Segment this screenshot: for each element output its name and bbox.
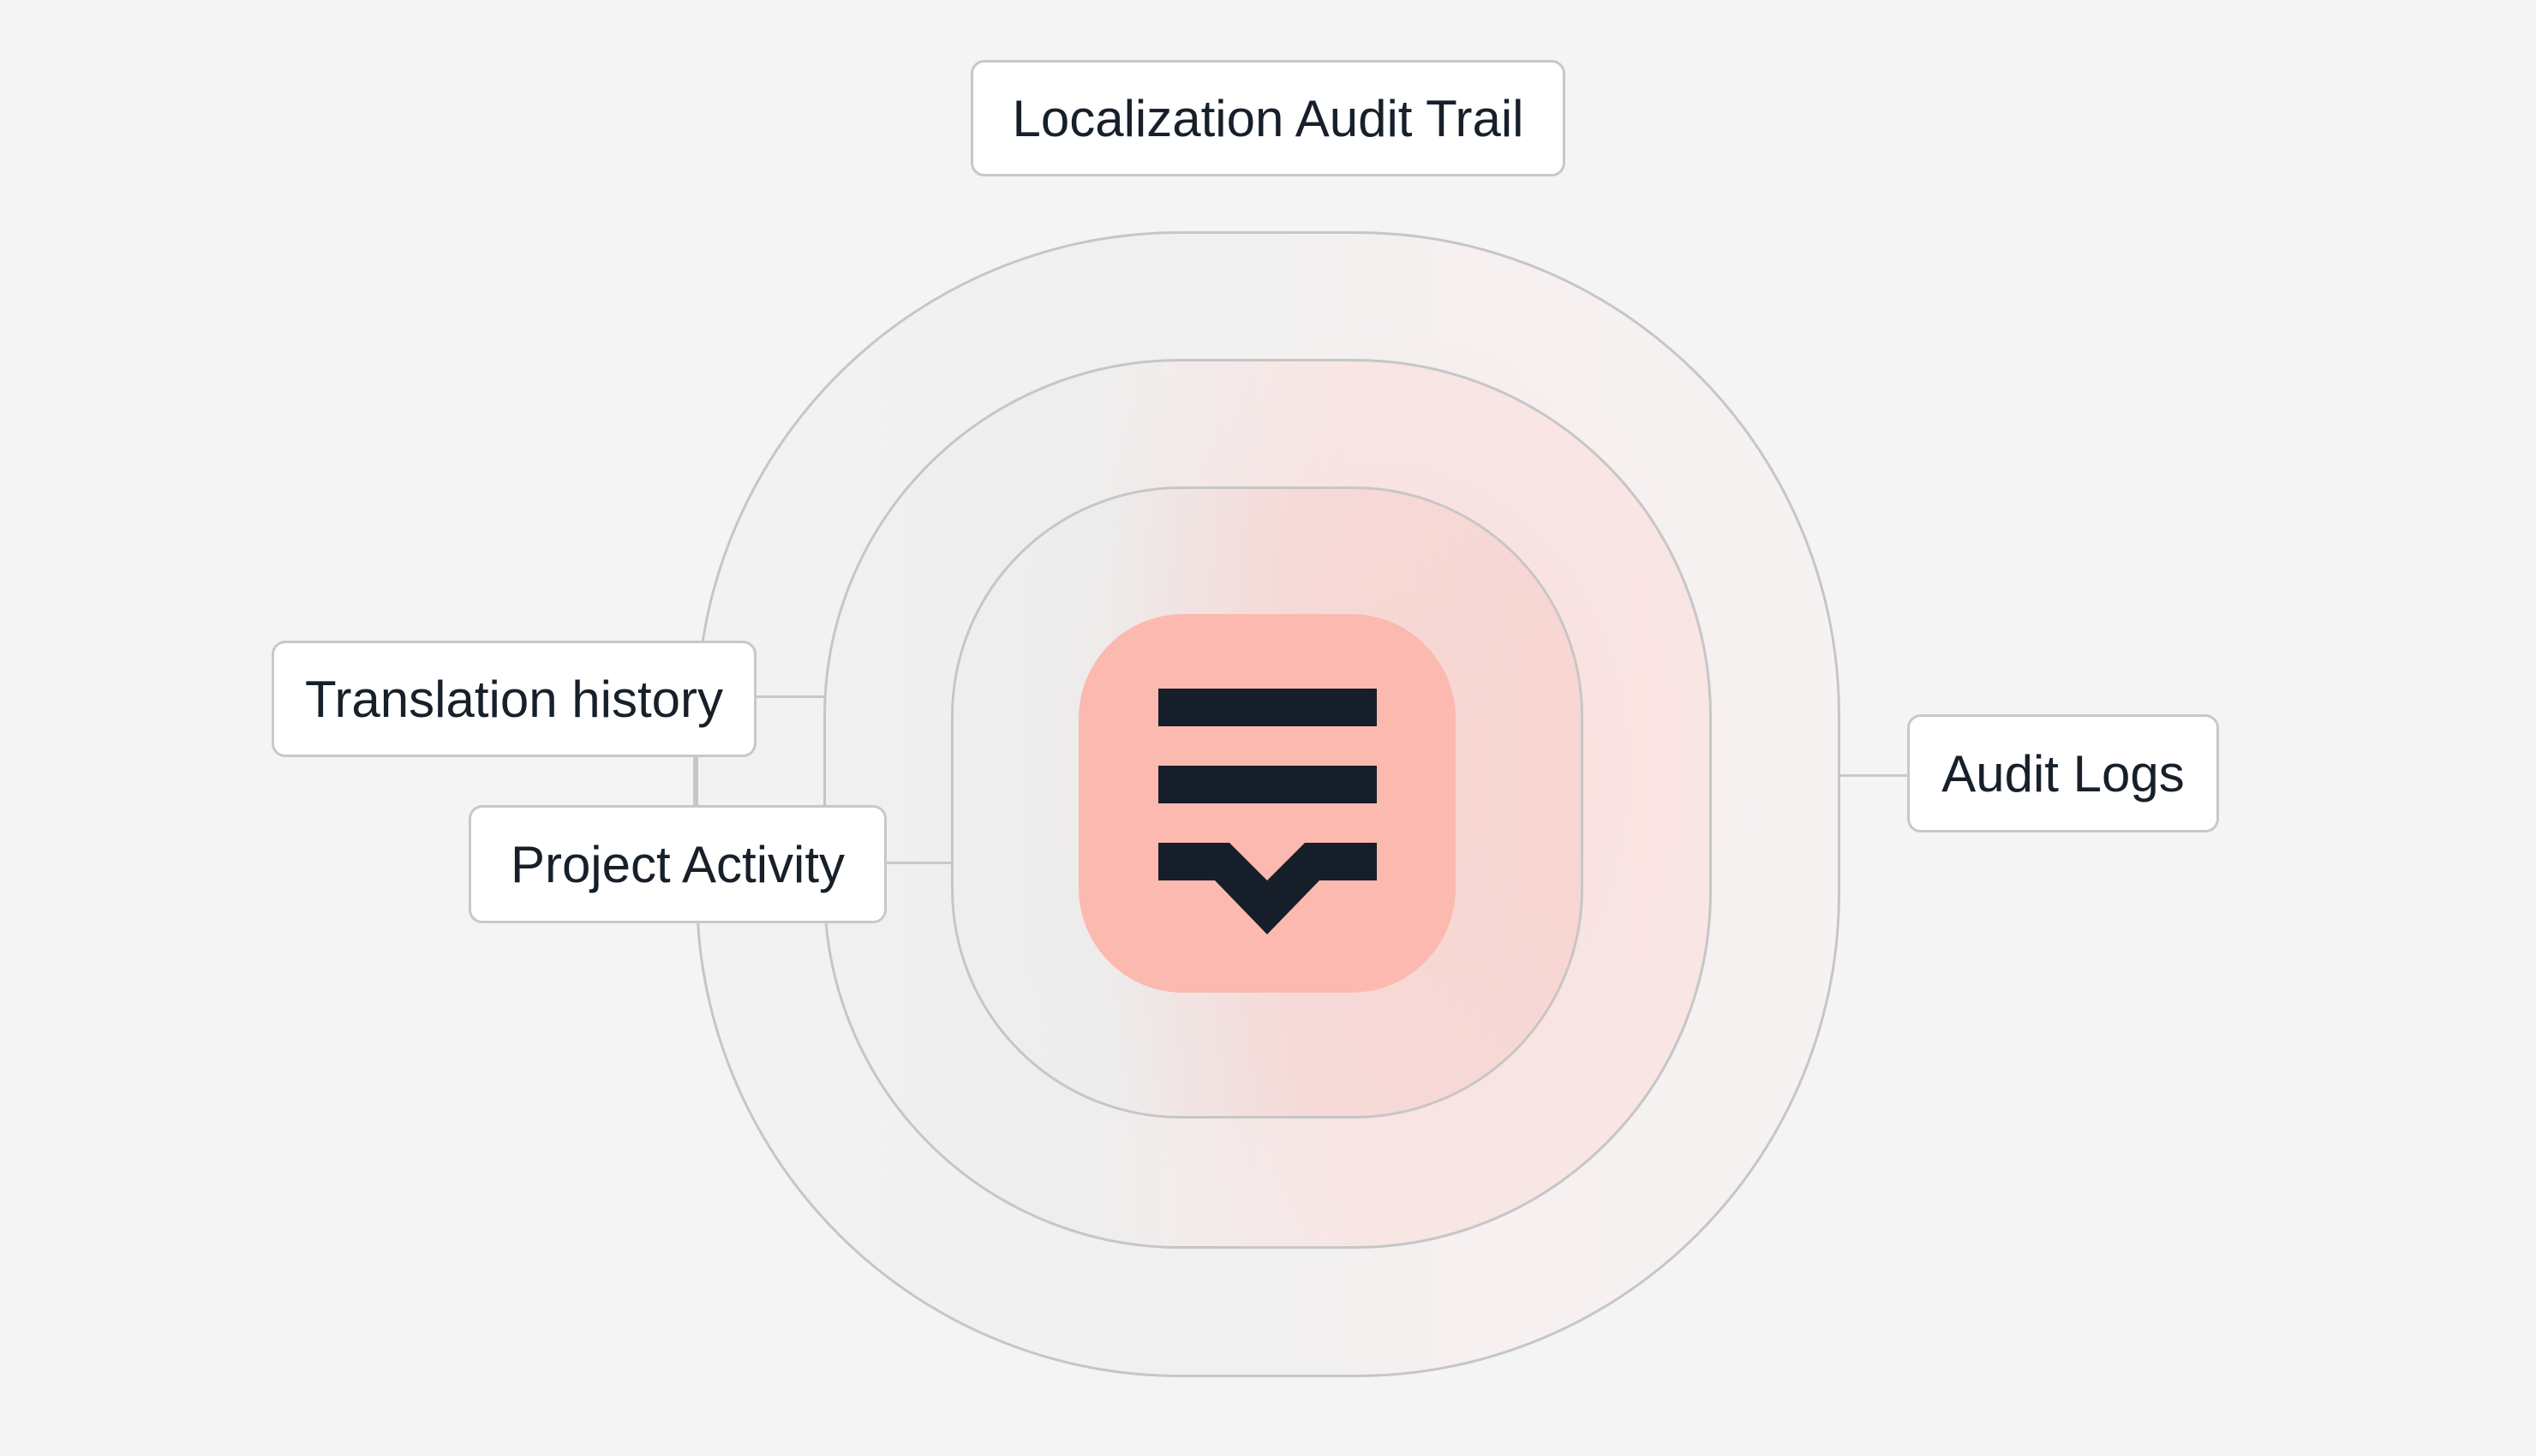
list-chevron-icon <box>1158 689 1377 934</box>
connector-project-activity <box>887 862 953 864</box>
connector-translation-history <box>757 695 825 698</box>
label-project-activity: Project Activity <box>469 805 887 923</box>
connector-audit-logs <box>1840 774 1907 777</box>
connector-translation-project <box>693 757 696 805</box>
audit-list-icon <box>1079 614 1456 993</box>
label-audit-logs: Audit Logs <box>1907 714 2219 832</box>
diagram-title: Localization Audit Trail <box>971 60 1565 176</box>
label-translation-history: Translation history <box>272 641 757 757</box>
